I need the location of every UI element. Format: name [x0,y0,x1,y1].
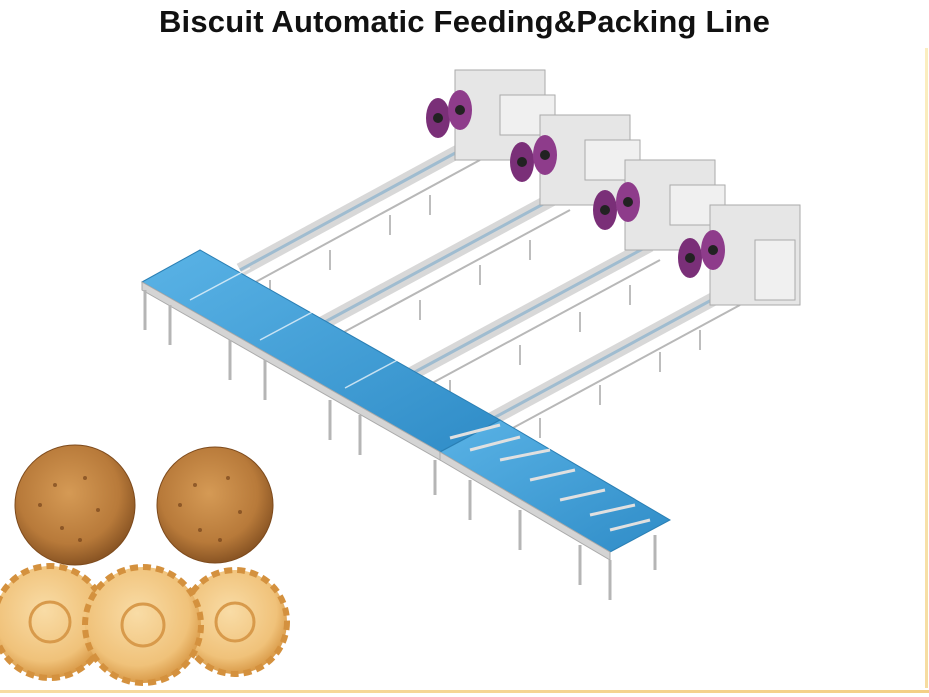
main-conveyor [140,249,672,561]
branch-line-3 [396,238,661,396]
biscuit-round-2 [156,446,274,564]
branch-line-2 [306,188,571,346]
branch-line-4 [486,283,741,436]
packing-machine-3 [593,159,726,251]
branch-line-1 [236,138,481,286]
diverter-arms [449,423,651,532]
branch-lines [236,138,741,436]
main-legs [143,290,657,600]
page-title: Biscuit Automatic Feeding&Packing Line [158,4,771,39]
right-border-rule [925,48,928,688]
packing-machine-4 [678,204,801,306]
biscuit-round-1 [14,444,136,566]
bottom-border-rule [0,690,929,693]
biscuit-flower-3 [82,564,204,686]
